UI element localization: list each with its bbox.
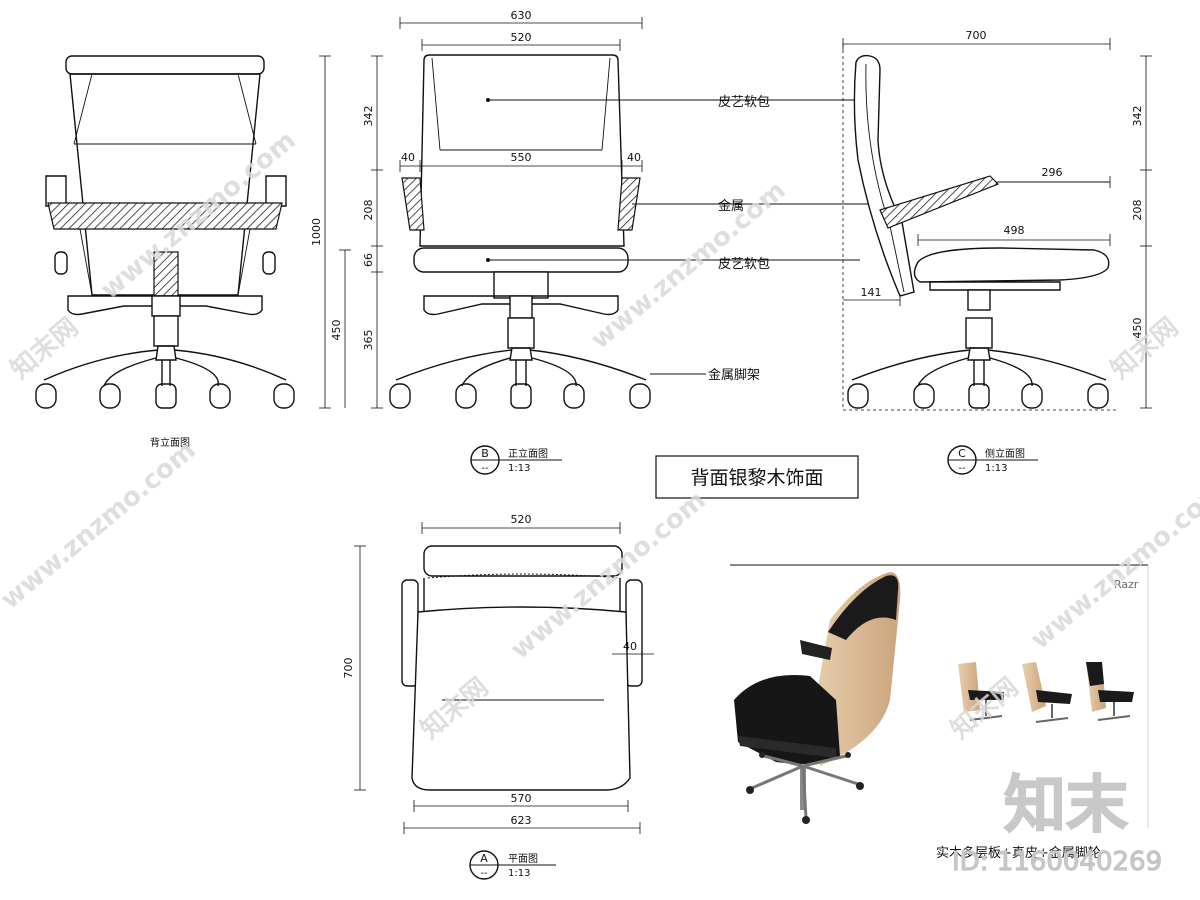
plan-view: 520 40 700 570 623 A -- 平面图 1:13 <box>342 513 654 880</box>
plan-view-scale: 1:13 <box>508 868 530 879</box>
plan-tag-letter: A <box>480 852 488 865</box>
watermark-brand-4: 知末网 <box>1105 312 1184 385</box>
back-view-title: 背立面图 <box>150 436 190 449</box>
callout-metal-base: 金属脚架 <box>708 367 760 383</box>
photo-caption: 实木多层板+真皮+金属脚轮 <box>936 845 1101 861</box>
note-box: 背面银黎木饰面 <box>655 455 859 499</box>
mini-chair-1 <box>958 662 1004 721</box>
front-tag-sub: -- <box>481 463 489 474</box>
front-base-height-dim: 365 <box>362 330 375 351</box>
side-back-offset-dim: 141 <box>861 286 882 299</box>
callout-metal: 金属 <box>718 198 744 214</box>
callout-leather-seat: 皮艺软包 <box>718 257 770 272</box>
plan-top-width-dim: 520 <box>511 513 532 526</box>
side-depth-dim: 700 <box>966 29 987 42</box>
front-arm-height-dim: 208 <box>362 200 375 221</box>
watermark-brand-3: 知末网 <box>945 672 1024 745</box>
watermark-logo: 知末 <box>1004 768 1128 841</box>
side-elevation-view: 700 296 498 141 <box>842 29 1152 475</box>
side-seat-height-dim: 450 <box>1131 318 1144 339</box>
front-seat-height-dim: 450 <box>330 320 343 341</box>
front-view-title: 正立面图 <box>508 447 548 460</box>
watermark-site-2: www.znzmo.com <box>0 435 202 615</box>
front-back-width-dim: 520 <box>511 31 532 44</box>
side-back-height-dim: 342 <box>1131 106 1144 127</box>
front-tag-letter: B <box>481 447 489 460</box>
side-arm-height-dim: 208 <box>1131 200 1144 221</box>
front-overall-width-dim: 630 <box>511 9 532 22</box>
watermark-brand-1: 知末网 <box>5 312 84 385</box>
side-seat-depth-dim: 498 <box>1004 224 1025 237</box>
front-seat-width-dim: 550 <box>511 151 532 164</box>
front-seat-thickness-dim: 66 <box>362 253 375 267</box>
mini-chair-3 <box>1086 662 1134 721</box>
plan-view-title: 平面图 <box>508 853 538 865</box>
product-photo-panel: Razr 实木多层板+真皮+金属脚轮 <box>730 564 1149 861</box>
front-back-height-dim: 342 <box>362 106 375 127</box>
plan-seat-width-dim: 570 <box>511 792 532 805</box>
photo-brand: Razr <box>1114 578 1139 591</box>
mini-chair-2 <box>1022 662 1072 723</box>
side-tag-letter: C <box>958 447 966 460</box>
watermark-id: ID: 1160040269 <box>952 847 1162 877</box>
plan-overall-width-dim: 623 <box>511 814 532 827</box>
front-elevation-view: 630 520 40 550 40 <box>362 9 892 475</box>
back-elevation-view: 1000 450 背立面图 <box>35 55 351 449</box>
callout-leather-back: 皮艺软包 <box>718 95 770 110</box>
side-view-title: 侧立面图 <box>985 447 1025 460</box>
side-tag-sub: -- <box>958 463 966 474</box>
plan-arm-dim: 40 <box>623 640 637 653</box>
plan-depth-dim: 700 <box>342 658 355 679</box>
back-height-dim: 1000 <box>310 218 323 246</box>
plan-tag-sub: -- <box>480 868 488 879</box>
front-view-scale: 1:13 <box>508 463 530 474</box>
note-box-text: 背面银黎木饰面 <box>690 467 823 489</box>
side-arm-dim: 296 <box>1042 166 1063 179</box>
front-arm-left-dim: 40 <box>401 151 415 164</box>
side-view-scale: 1:13 <box>985 463 1007 474</box>
front-arm-right-dim: 40 <box>627 151 641 164</box>
